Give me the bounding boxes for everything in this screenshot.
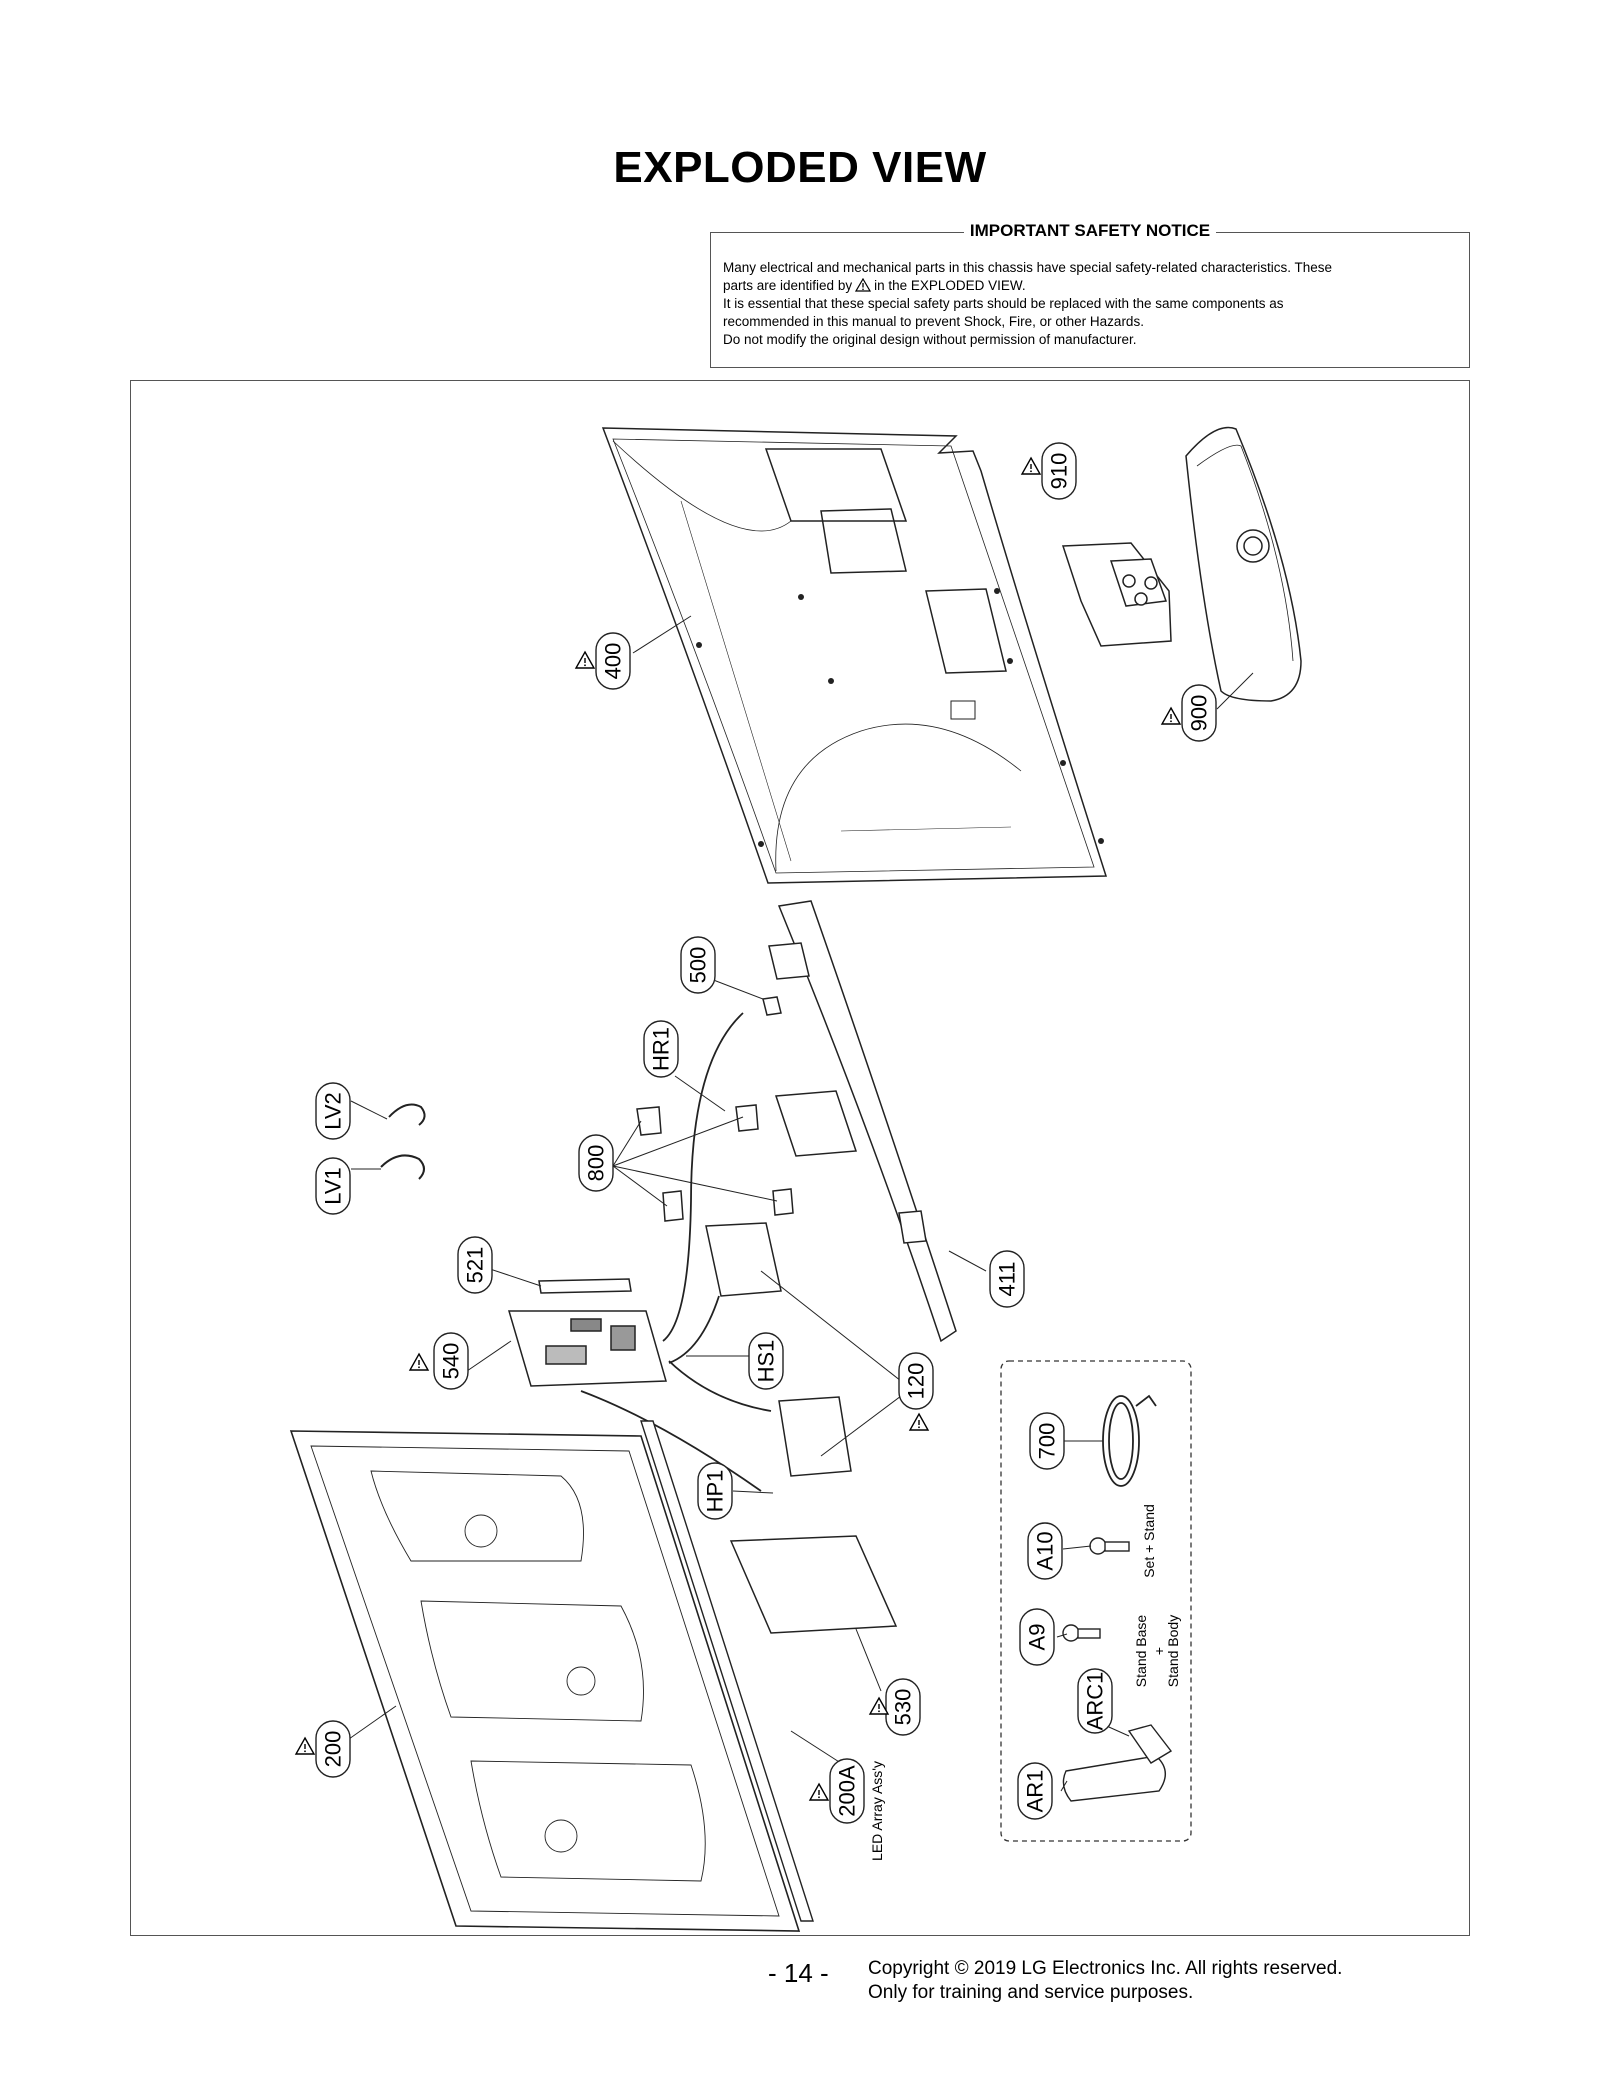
svg-text:LV2: LV2 <box>321 1092 346 1130</box>
notice-line-4: recommended in this manual to prevent Sh… <box>723 314 1144 329</box>
svg-text:200A: 200A <box>835 1765 860 1817</box>
svg-text:HS1: HS1 <box>754 1340 779 1383</box>
label-540: 540 <box>433 1332 469 1390</box>
exploded-view-frame: 910 900 400 500 HR1 LV2 LV1 800 521 411 … <box>130 380 1470 1936</box>
label-lv2: LV2 <box>315 1082 351 1140</box>
label-521: 521 <box>457 1236 493 1294</box>
accessory-box <box>1000 1360 1192 1842</box>
label-hp1: HP1 <box>697 1462 733 1520</box>
page-number: - 14 - <box>768 1958 829 1988</box>
svg-text:A9: A9 <box>1025 1624 1050 1651</box>
screw-a9 <box>1062 1624 1101 1642</box>
svg-text:900: 900 <box>1187 695 1212 732</box>
svg-text:LV1: LV1 <box>321 1167 346 1205</box>
svg-text:400: 400 <box>601 643 626 680</box>
note-stand-base: Stand Base <box>1133 1615 1149 1688</box>
warning-triangle-icon <box>575 651 595 669</box>
svg-text:500: 500 <box>686 947 711 984</box>
warning-triangle-icon <box>909 1413 929 1431</box>
warning-triangle-icon <box>409 1353 429 1371</box>
notice-line-1: Many electrical and mechanical parts in … <box>723 260 1333 275</box>
safety-notice-text: Many electrical and mechanical parts in … <box>723 259 1457 349</box>
note-led-array: LED Array Ass'y <box>869 1761 885 1861</box>
label-lv1: LV1 <box>315 1157 351 1215</box>
leader-lines <box>338 615 1254 1792</box>
main-board <box>507 1310 667 1387</box>
label-400: 400 <box>595 632 631 690</box>
safety-notice-heading: IMPORTANT SAFETY NOTICE <box>963 221 1217 240</box>
warning-triangle-icon <box>1021 457 1041 475</box>
power-board <box>729 1535 898 1634</box>
front-frame <box>289 1430 801 1932</box>
note-stand-body: Stand Body <box>1165 1615 1181 1687</box>
svg-text:530: 530 <box>891 1689 916 1726</box>
button-board <box>538 1278 632 1294</box>
label-530: 530 <box>885 1678 921 1736</box>
label-800: 800 <box>578 1134 614 1192</box>
svg-text:800: 800 <box>584 1145 609 1182</box>
speakers <box>705 1222 852 1477</box>
remote-control <box>1062 1724 1173 1802</box>
label-200a: 200A <box>829 1758 865 1824</box>
led-array <box>640 1420 814 1922</box>
warning-triangle-icon <box>295 1737 315 1755</box>
label-a9: A9 <box>1019 1608 1055 1666</box>
copyright-text: Copyright © 2019 LG Electronics Inc. All… <box>868 1958 1343 1979</box>
bracket-rail <box>768 900 957 1343</box>
back-cover <box>601 427 1108 884</box>
lv-cables <box>380 1103 426 1180</box>
page-title: EXPLODED VIEW <box>613 143 987 192</box>
svg-text:A10: A10 <box>1033 1531 1058 1570</box>
svg-text:120: 120 <box>904 1363 929 1400</box>
screw-a10 <box>1089 1537 1130 1555</box>
svg-text:910: 910 <box>1047 453 1072 490</box>
harness-wires <box>580 1012 772 1492</box>
purpose-text: Only for training and service purposes. <box>868 1982 1194 2003</box>
wire-clips <box>636 1104 794 1222</box>
safety-notice-box: IMPORTANT SAFETY NOTICE Many electrical … <box>710 221 1470 368</box>
note-plus: + <box>1151 1647 1167 1655</box>
svg-text:411: 411 <box>995 1261 1020 1296</box>
label-a10: A10 <box>1027 1522 1063 1580</box>
warning-triangle-icon <box>809 1783 829 1801</box>
stand-neck <box>1061 542 1172 647</box>
warning-triangle-icon <box>855 278 872 292</box>
note-set-stand: Set + Stand <box>1141 1504 1157 1578</box>
svg-text:200: 200 <box>321 1731 346 1768</box>
exploded-view-diagram: 910 900 400 500 HR1 LV2 LV1 800 521 411 … <box>289 426 1302 1932</box>
notice-line-5: Do not modify the original design withou… <box>723 332 1137 347</box>
connector-500 <box>762 996 782 1016</box>
svg-text:521: 521 <box>463 1247 488 1284</box>
warning-triangle-icon <box>1161 707 1181 725</box>
label-200: 200 <box>315 1720 351 1778</box>
label-900: 900 <box>1181 684 1217 742</box>
label-910: 910 <box>1041 442 1077 500</box>
part-labels: 910 900 400 500 HR1 LV2 LV1 800 521 411 … <box>315 442 1217 1824</box>
svg-text:540: 540 <box>439 1343 464 1380</box>
label-500: 500 <box>680 936 716 994</box>
svg-text:HR1: HR1 <box>649 1027 674 1071</box>
copyright-block: Copyright © 2019 LG Electronics Inc. All… <box>868 1957 1342 2005</box>
label-ar1: AR1 <box>1017 1762 1053 1820</box>
label-411: 411 <box>989 1250 1025 1308</box>
notice-line-3: It is essential that these special safet… <box>723 296 1284 311</box>
label-700: 700 <box>1029 1412 1065 1470</box>
label-hr1: HR1 <box>643 1020 679 1078</box>
warning-triangle-icon <box>869 1697 889 1715</box>
svg-text:700: 700 <box>1035 1423 1060 1460</box>
svg-text:ARC1: ARC1 <box>1083 1672 1108 1731</box>
label-hs1: HS1 <box>748 1332 784 1390</box>
stand-base <box>1185 426 1302 702</box>
svg-text:AR1: AR1 <box>1023 1770 1048 1813</box>
label-arc1: ARC1 <box>1077 1668 1113 1734</box>
svg-text:HP1: HP1 <box>703 1470 728 1513</box>
label-120: 120 <box>898 1352 934 1410</box>
